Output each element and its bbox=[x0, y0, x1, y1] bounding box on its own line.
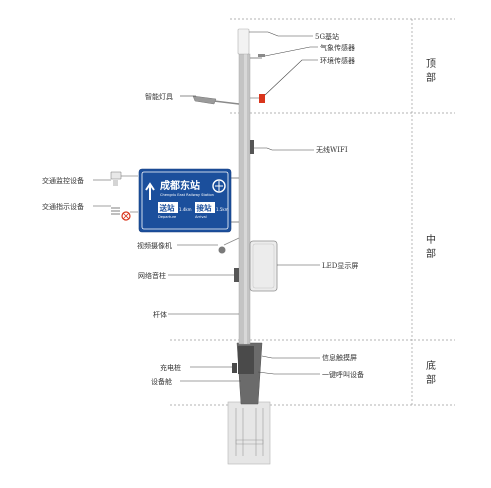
environment-sensor bbox=[259, 94, 265, 103]
sign-right-distance: 1.5km bbox=[216, 207, 229, 212]
sign-up-arrow-icon bbox=[145, 182, 155, 200]
section-bottom-char2: 部 bbox=[426, 373, 436, 386]
label-pole-body: 杆体 bbox=[153, 310, 167, 319]
sign-right-box bbox=[195, 202, 215, 213]
label-wireless-wifi: 无线WIFI bbox=[316, 145, 348, 154]
section-middle-char1: 中 bbox=[426, 233, 436, 246]
led-screen bbox=[249, 240, 278, 292]
railway-logo-icon bbox=[212, 179, 226, 193]
label-video-camera: 视频摄像机 bbox=[137, 241, 172, 250]
info-touchscreen bbox=[238, 346, 254, 374]
sign-left-distance: 1.4km bbox=[179, 207, 192, 212]
wireless-wifi-device bbox=[250, 140, 254, 154]
label-charging-pile: 充电桩 bbox=[160, 363, 181, 372]
sign-left-box bbox=[158, 202, 178, 213]
label-led-screen: LED显示屏 bbox=[322, 262, 358, 270]
label-info-touchscreen: 信息触摸屏 bbox=[322, 353, 357, 362]
sign-title-en: Chengdu East Railway Station bbox=[160, 193, 214, 197]
sign-right-en: Arrival bbox=[195, 215, 207, 219]
sign-title-cn: 成都东站 bbox=[160, 179, 200, 192]
section-top-char2: 部 bbox=[426, 71, 436, 84]
weather-sensor bbox=[258, 54, 265, 57]
label-traffic-monitor: 交通监控设备 bbox=[42, 176, 84, 185]
smart-lamp bbox=[192, 95, 217, 105]
charging-pile bbox=[232, 363, 237, 373]
label-weather-sensor: 气象传感器 bbox=[320, 43, 355, 52]
sign-left-cn: 送站 bbox=[159, 203, 175, 213]
foundation-block bbox=[227, 401, 271, 465]
label-smart-lamp: 智能灯具 bbox=[145, 92, 173, 101]
label-base-station-5g: 5G基站 bbox=[315, 32, 339, 41]
base-station-5g bbox=[237, 28, 250, 55]
label-traffic-indicator: 交通指示设备 bbox=[42, 202, 84, 211]
label-env-sensor: 环境传感器 bbox=[320, 56, 355, 65]
traffic-monitor-camera bbox=[110, 171, 122, 180]
label-network-speaker: 网络音柱 bbox=[138, 271, 166, 280]
section-middle-char2: 部 bbox=[426, 247, 436, 260]
lamp-arm bbox=[213, 100, 240, 105]
section-bottom-char1: 底 bbox=[426, 359, 436, 372]
sign-left-en: Departure bbox=[158, 215, 177, 219]
sign-right-cn: 接站 bbox=[197, 203, 212, 213]
traffic-indicator-lights bbox=[111, 207, 120, 215]
network-speaker bbox=[234, 268, 239, 282]
section-top-char1: 顶 bbox=[426, 58, 436, 70]
traffic-sign-panel bbox=[138, 168, 232, 233]
label-equipment-cabin: 设备舱 bbox=[151, 377, 172, 386]
video-camera bbox=[218, 246, 226, 254]
label-one-key-call: 一键呼叫设备 bbox=[322, 370, 364, 379]
